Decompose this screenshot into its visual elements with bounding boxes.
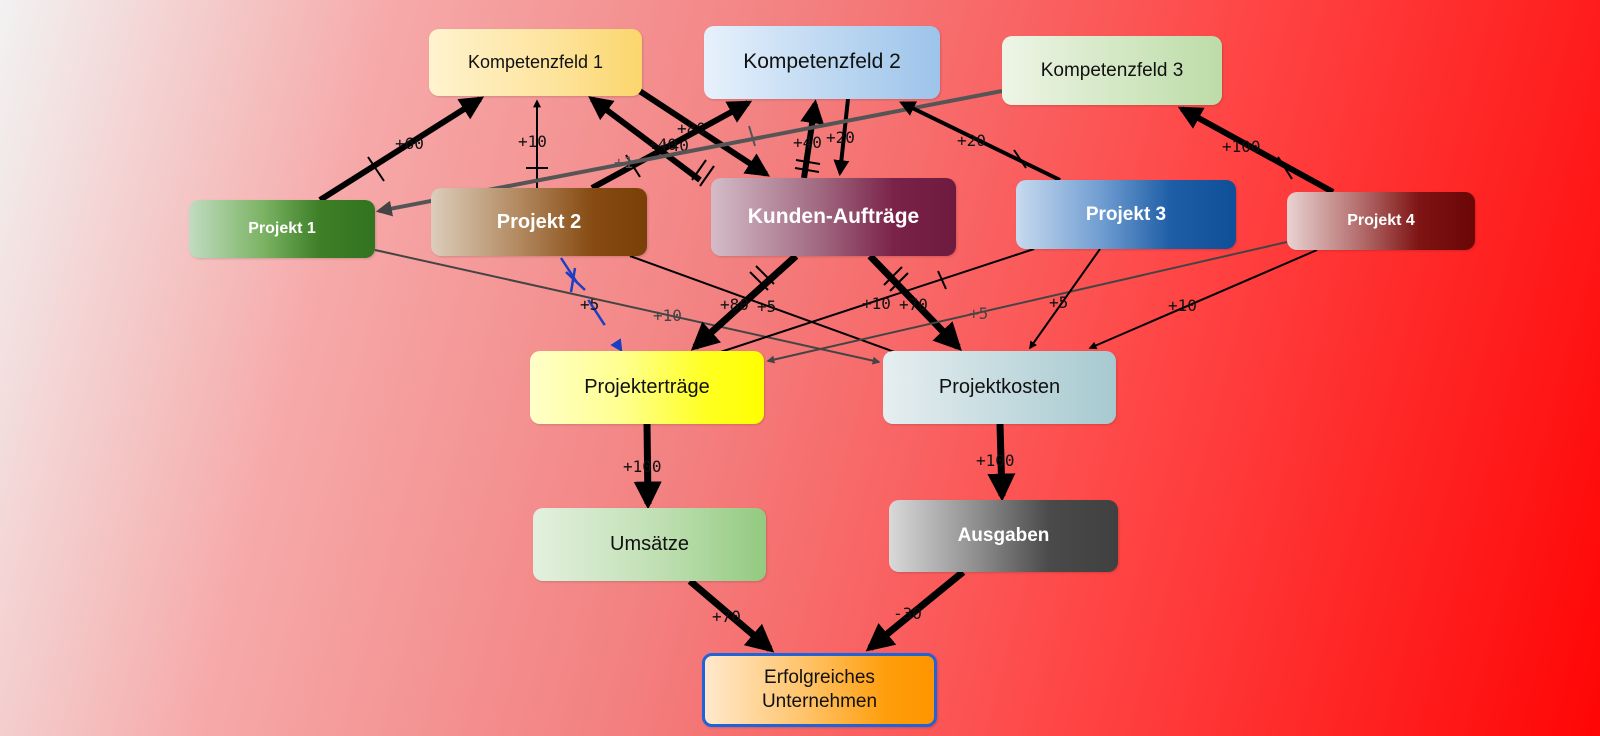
node-erfolgreiches-unternehmen[interactable]: Erfolgreiches Unternehmen	[702, 653, 937, 727]
node-kompetenzfeld-2[interactable]: Kompetenzfeld 2	[704, 26, 940, 99]
node-projektertraege[interactable]: Projekterträge	[530, 351, 764, 424]
edge-p4-pe: +5	[766, 241, 1288, 364]
edge-label: +80	[720, 295, 749, 314]
edge-p1-pk: +10	[374, 249, 881, 365]
node-label: Projektkosten	[938, 376, 1061, 398]
node-kompetenzfeld-1[interactable]: Kompetenzfeld 1	[429, 29, 642, 96]
node-label: Kompetenzfeld 3	[1040, 59, 1184, 81]
node-label: Projekt 3	[1085, 203, 1167, 225]
edge-p3-kf2: +20	[899, 101, 1061, 182]
edge-p1-kf1: +60	[318, 96, 485, 203]
node-label: Ausgaben	[957, 525, 1050, 547]
node-label: Kunden-Aufträge	[747, 204, 920, 228]
edge-label: +10	[1168, 296, 1197, 315]
node-kunden-auftraege[interactable]: Kunden-Aufträge	[711, 178, 956, 256]
edge-p2-kf1: +10	[518, 99, 548, 188]
edge-p4-kf3: +100	[1177, 106, 1335, 195]
edge-label: +10	[862, 294, 891, 313]
edge-au-eu: -30	[865, 569, 966, 652]
edge-kf2-ka: +20	[826, 98, 855, 177]
edge-label: +20	[957, 131, 986, 150]
node-label: Projekt 2	[496, 210, 582, 233]
node-label: Erfolgreiches Unternehmen	[761, 667, 878, 712]
node-umsaetze[interactable]: Umsätze	[533, 508, 766, 581]
edge-p3-pe: +10	[689, 248, 1035, 363]
node-label: Umsätze	[610, 533, 689, 555]
node-label: Kompetenzfeld 1	[467, 52, 604, 73]
node-label: Kompetenzfeld 2	[743, 50, 901, 74]
edge-label: +100	[623, 457, 662, 476]
edge-label: +60	[395, 134, 424, 153]
edge-label: +20	[826, 128, 855, 147]
edge-label: +10	[518, 132, 547, 151]
edge-label: +70	[712, 607, 741, 626]
node-projekt-4[interactable]: Projekt 4	[1287, 192, 1475, 250]
node-kompetenzfeld-3[interactable]: Kompetenzfeld 3	[1002, 36, 1222, 105]
edge-um-eu: +70	[687, 578, 775, 653]
node-label: Projekterträge	[584, 376, 710, 398]
node-label: Projekt 4	[1347, 212, 1415, 229]
edge-label: -30	[893, 604, 922, 623]
edge-label: +40	[793, 133, 822, 152]
edge-p2-pe: +5	[559, 257, 623, 353]
edge-label: +100	[976, 451, 1015, 470]
edge-p4-pk: +10	[1088, 249, 1318, 350]
edge-ka-pk: +70	[867, 253, 962, 352]
edge-pk-au: +100	[976, 423, 1016, 502]
node-projekt-2[interactable]: Projekt 2	[431, 188, 647, 256]
edge-label: +100	[1222, 137, 1261, 156]
edge-label: +40	[648, 135, 677, 154]
edge-label: +5	[757, 297, 776, 316]
edge-label: +1	[614, 153, 633, 172]
edge-ka-pe: +80	[690, 253, 799, 351]
edge-label: +10	[653, 306, 682, 325]
node-projekt-3[interactable]: Projekt 3	[1016, 180, 1236, 249]
edge-label: +5	[1049, 293, 1068, 312]
edge-pe-um: +100	[623, 423, 662, 510]
node-projektkosten[interactable]: Projektkosten	[883, 351, 1116, 424]
edge-ka-kf2: +40	[793, 99, 825, 179]
edge-p3-pk: +5	[1029, 248, 1101, 350]
edge-label: +70	[899, 295, 928, 314]
node-ausgaben[interactable]: Ausgaben	[889, 500, 1118, 572]
node-label: Projekt 1	[248, 220, 316, 237]
edge-p2-kf2: +40	[590, 100, 753, 191]
edge-label: +5	[969, 304, 988, 323]
edge-p2-pk: +5	[629, 255, 901, 355]
node-projekt-1[interactable]: Projekt 1	[189, 200, 375, 258]
